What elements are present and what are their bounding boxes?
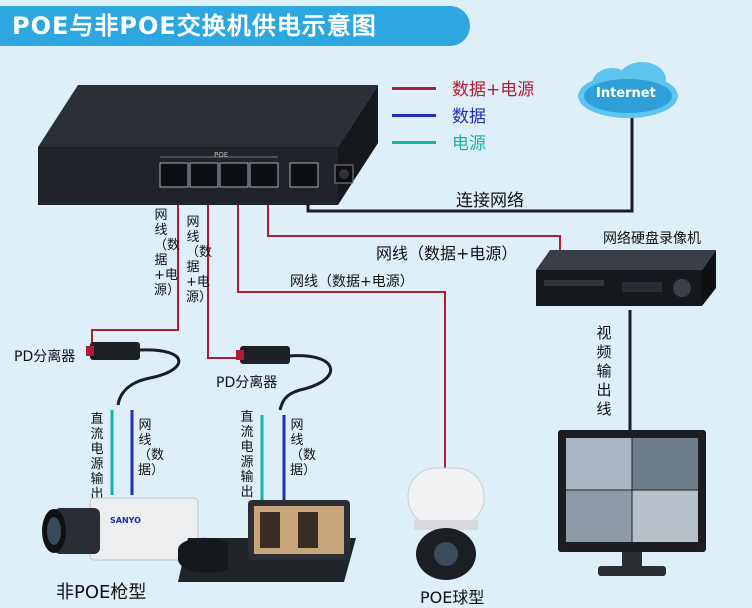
monitor-icon xyxy=(558,430,706,576)
legend-label-data-power: 数据+电源 xyxy=(452,80,535,100)
camera-caption: 非POE枪型 xyxy=(56,582,147,603)
legend-line-data-power xyxy=(392,87,436,90)
dome-caption: POE球型 xyxy=(420,588,485,607)
dc-output-2-label: 直流电源输出 xyxy=(240,410,254,500)
video-phone-icon xyxy=(178,500,356,582)
pd-splitter-2 xyxy=(236,344,292,366)
pd2-label: PD分离器 xyxy=(216,375,278,391)
pd-splitter-icon xyxy=(236,346,290,364)
nvr-cable-label: 网线（数据+电源） xyxy=(376,244,518,263)
nvr-device xyxy=(532,250,716,310)
monitor xyxy=(558,430,706,580)
data-cable-2-label: 网线（数据） xyxy=(290,418,317,478)
dome-camera-icon xyxy=(407,467,485,580)
internet-cloud: Internet xyxy=(572,60,684,122)
pd-splitter-1 xyxy=(86,340,142,362)
camera-icon xyxy=(42,497,199,561)
left-cable1-label: 网线（数据+电源） xyxy=(154,208,181,298)
dc-output-1-label: 直流电源输出 xyxy=(90,412,104,502)
nvr-wire xyxy=(267,188,561,250)
legend-label-power: 电源 xyxy=(452,134,486,154)
video-phone xyxy=(168,498,358,584)
legend-label-data: 数据 xyxy=(452,107,486,127)
video-output-label: 视频输出线 xyxy=(596,324,612,418)
internet-label: Internet xyxy=(596,86,656,101)
dome-camera xyxy=(400,466,492,584)
box-camera: SANYO xyxy=(40,492,200,572)
switch-body xyxy=(38,85,378,205)
pd-splitter-icon xyxy=(86,342,140,360)
legend-line-power xyxy=(392,141,436,144)
legend-line-data xyxy=(392,114,436,117)
switch-poe-label: POE xyxy=(214,151,229,159)
left-cable2-label: 网线（数据+电源） xyxy=(186,215,213,305)
cloud-icon xyxy=(578,62,678,118)
data-cable-1-label: 网线（数据） xyxy=(138,418,165,478)
dome-wire xyxy=(237,188,446,470)
dome-cable-label: 网线（数据+电源） xyxy=(290,274,414,290)
camera-brand: SANYO xyxy=(110,516,141,525)
poe-switch: POE xyxy=(38,85,378,205)
pd1-cable xyxy=(116,348,181,406)
nvr-label: 网络硬盘录像机 xyxy=(603,231,701,247)
connect-network-label: 连接网络 xyxy=(456,191,524,211)
nvr-body xyxy=(536,250,716,306)
pd2-cable xyxy=(278,354,332,411)
pd2-wire xyxy=(207,188,240,359)
pd1-label: PD分离器 xyxy=(14,349,76,365)
pd1-wire xyxy=(91,188,179,345)
page-title: POE与非POE交换机供电示意图 xyxy=(0,6,470,46)
